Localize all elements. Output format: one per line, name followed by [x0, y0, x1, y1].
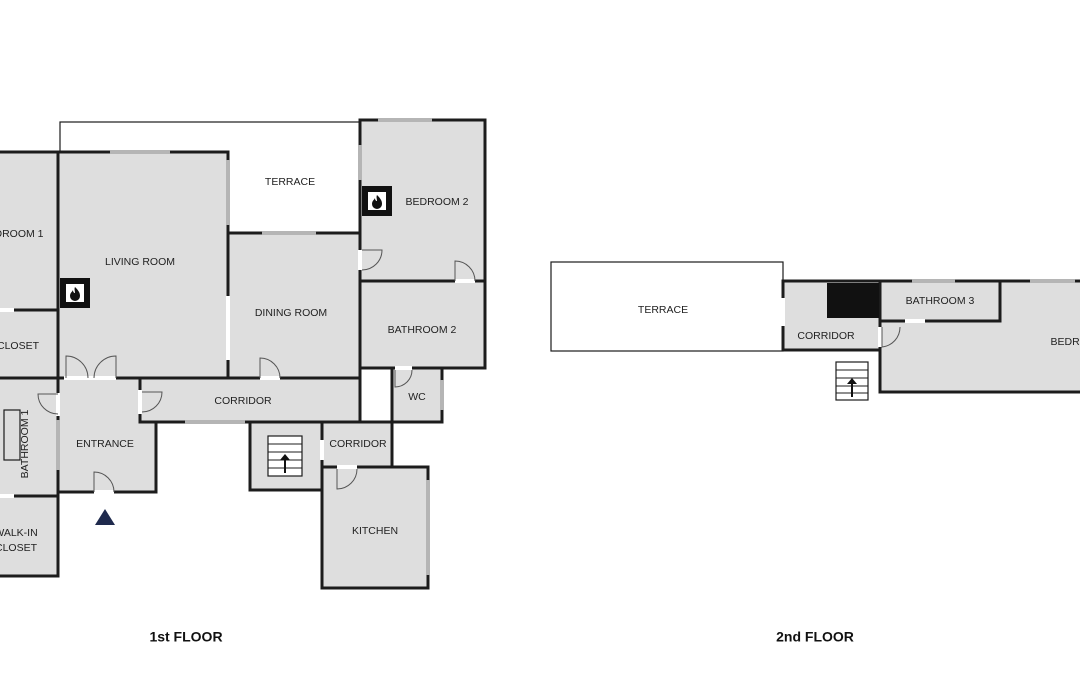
door-swing: [394, 369, 413, 388]
door-swing: [93, 355, 117, 379]
door-swing: [881, 326, 901, 348]
stairs-icon: [835, 361, 869, 401]
door-swing: [141, 391, 163, 413]
first-floor-plan: BEDROOM 1 LIVING ROOM TERRACE BEDROOM 2 …: [0, 118, 487, 645]
bathroom-1-room: [0, 376, 60, 498]
door-swing: [259, 357, 281, 379]
label-corridor-3: CORRIDOR: [797, 330, 855, 342]
door-swing: [37, 393, 59, 415]
label-bathroom-2: BATHROOM 2: [388, 324, 457, 336]
floor-label-2nd: 2nd FLOOR: [776, 629, 854, 645]
chimney: [827, 283, 879, 318]
kitchen-room: [320, 465, 430, 590]
label-living-room: LIVING ROOM: [105, 256, 175, 268]
label-walk-in-closet-line2: CLOSET: [0, 542, 38, 554]
label-bathroom-1: BATHROOM 1: [19, 410, 31, 479]
door-swing: [336, 468, 358, 490]
bathtub: [3, 409, 21, 461]
second-floor-plan: TERRACE BATHROOM 3 CORRIDOR BEDROOM 3 2n…: [550, 261, 1080, 645]
door-swing: [65, 355, 89, 379]
door-swing: [93, 471, 115, 493]
label-bathroom-3: BATHROOM 3: [906, 295, 975, 307]
dining-room-room: [226, 231, 362, 380]
label-bedroom-2: BEDROOM 2: [405, 196, 468, 208]
closet-room: [0, 308, 60, 380]
label-terrace-2: TERRACE: [638, 304, 688, 316]
label-closet: CLOSET: [0, 340, 40, 352]
door-swing: [361, 249, 383, 271]
bedroom-1-room: [0, 150, 60, 312]
door-swing: [454, 260, 476, 282]
walk-in-closet-room: [0, 494, 60, 578]
label-wc: WC: [408, 391, 426, 403]
terrace-2-area: [550, 261, 784, 352]
label-bedroom-1: BEDROOM 1: [0, 228, 44, 240]
label-walk-in-closet-line1: WALK-IN: [0, 527, 38, 539]
label-entrance: ENTRANCE: [76, 438, 134, 450]
fireplace-icon: [362, 186, 392, 216]
stairs-icon: [267, 435, 303, 477]
entrance-marker-icon: [95, 509, 115, 525]
wc-room: [390, 366, 444, 424]
fireplace-icon: [60, 278, 90, 308]
label-bedroom-3: BEDROOM 3: [1050, 336, 1080, 348]
label-dining-room: DINING ROOM: [255, 307, 327, 319]
label-corridor: CORRIDOR: [214, 395, 272, 407]
bathroom-3-room-overlay: [878, 279, 1002, 323]
label-kitchen: KITCHEN: [352, 525, 398, 537]
label-corridor-2: CORRIDOR: [329, 438, 387, 450]
floor-label-1st: 1st FLOOR: [149, 629, 222, 645]
label-terrace: TERRACE: [265, 176, 315, 188]
